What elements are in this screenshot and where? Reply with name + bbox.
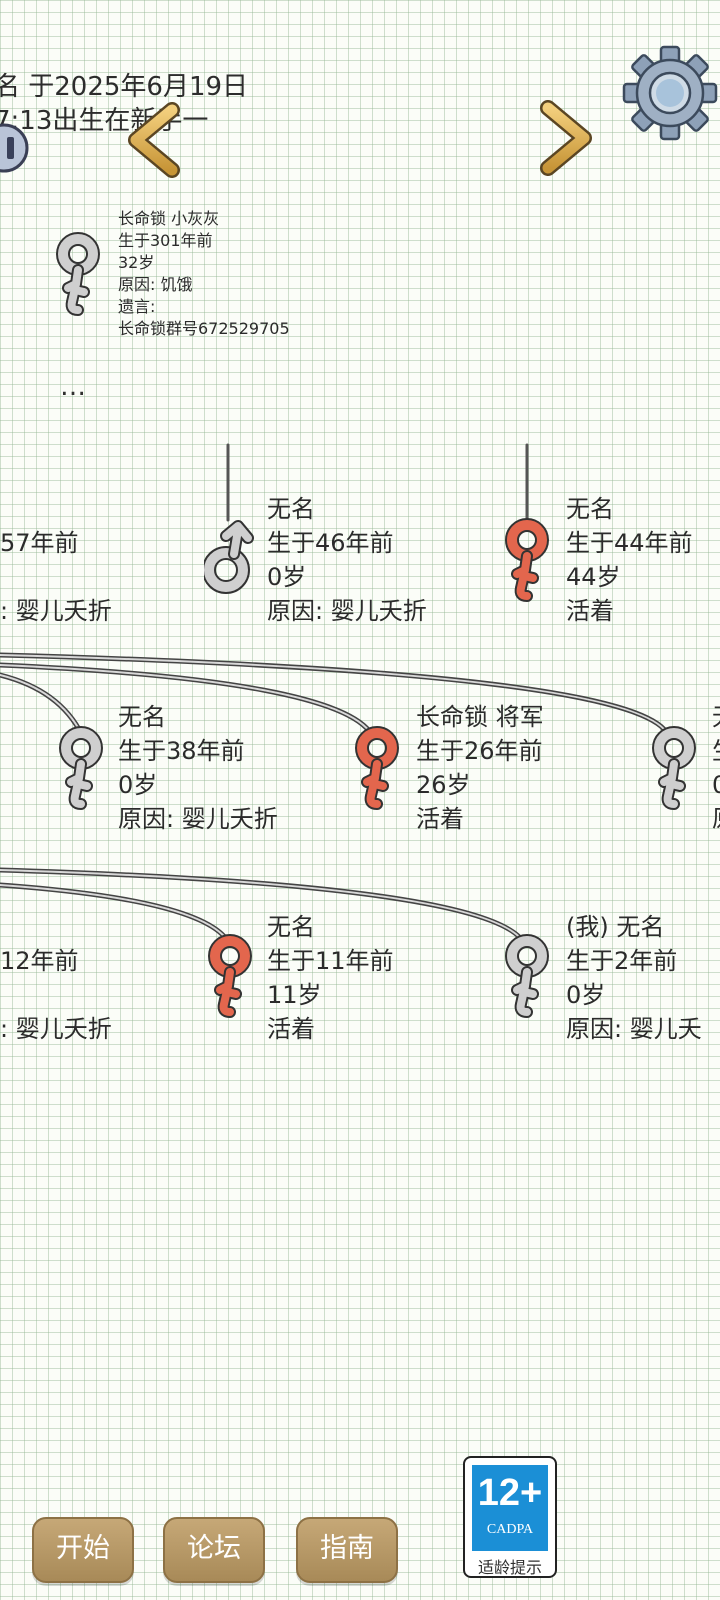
person-status: 原因: 婴儿夭折 bbox=[267, 597, 427, 625]
family-tree-lines bbox=[0, 443, 671, 948]
person-name: 无 bbox=[712, 700, 720, 734]
person-age: 44岁 bbox=[566, 563, 621, 591]
gear-icon[interactable] bbox=[622, 45, 718, 141]
person-birth: 于12年前 bbox=[0, 947, 79, 975]
person-name: 名 bbox=[0, 492, 112, 526]
female-alive-icon[interactable] bbox=[206, 934, 254, 1018]
person-status: 因: 婴儿夭折 bbox=[0, 1015, 112, 1043]
person-gen1-1: 名 于57年前 岁 因: 婴儿夭折 bbox=[0, 492, 112, 628]
female-dead-icon[interactable] bbox=[57, 726, 105, 810]
person-status: 原因: 婴儿夭折 bbox=[118, 805, 278, 833]
person-birth: 生于26年前 bbox=[416, 737, 543, 765]
person-status: 原因: 婴儿夭 bbox=[566, 1015, 702, 1043]
person-name: 无名 bbox=[267, 913, 315, 941]
person-age: 26岁 bbox=[416, 771, 471, 799]
female-alive-icon[interactable] bbox=[353, 726, 401, 810]
person-gen2-2: 长命锁 将军 生于26年前 26岁 活着 bbox=[416, 700, 544, 836]
person-age: 0岁 bbox=[267, 563, 307, 591]
person-age: 11岁 bbox=[267, 981, 322, 1009]
ancestor-group-number: 长命锁群号672529705 bbox=[118, 319, 290, 338]
person-name: (我) 无名 bbox=[566, 913, 665, 941]
person-gen1-2: 无名 生于46年前 0岁 原因: 婴儿夭折 bbox=[267, 492, 427, 628]
start-button[interactable]: 开始 bbox=[32, 1517, 134, 1583]
person-gen1-3: 无名 生于44年前 44岁 活着 bbox=[566, 492, 693, 628]
ancestor-age: 32岁 bbox=[118, 253, 155, 272]
age-rating-number: 12+ bbox=[477, 1472, 543, 1514]
ancestor-last-words: 遗言: bbox=[118, 297, 156, 316]
header-birth-date: 名 于2025年6月19日 bbox=[0, 72, 249, 102]
person-status: 因: 婴儿夭折 bbox=[0, 597, 112, 625]
person-birth: 生 bbox=[712, 734, 720, 768]
ancestor-info: 长命锁 小灰灰 生于301年前 32岁 原因: 饥饿 遗言: 长命锁群号6725… bbox=[118, 208, 290, 340]
ancestor-name: 长命锁 小灰灰 bbox=[118, 209, 220, 228]
person-gen3-1: 名 于12年前 岁 因: 婴儿夭折 bbox=[0, 910, 112, 1046]
person-status: 活着 bbox=[566, 597, 614, 625]
person-status: 原 bbox=[712, 802, 720, 836]
person-birth: 生于11年前 bbox=[267, 947, 394, 975]
person-name: 无名 bbox=[118, 703, 166, 731]
person-birth: 于57年前 bbox=[0, 529, 79, 557]
person-gen2-3: 无 生 0 原 bbox=[712, 700, 720, 836]
age-rating-org: CADPA bbox=[486, 1522, 534, 1537]
person-gen2-1: 无名 生于38年前 0岁 原因: 婴儿夭折 bbox=[118, 700, 278, 836]
person-birth: 生于46年前 bbox=[267, 529, 394, 557]
ellipsis: … bbox=[60, 372, 89, 402]
person-birth: 生于44年前 bbox=[566, 529, 693, 557]
chevron-left-icon[interactable] bbox=[122, 100, 186, 180]
forum-button[interactable]: 论坛 bbox=[163, 1517, 265, 1583]
person-age: 岁 bbox=[0, 978, 112, 1012]
person-name: 名 bbox=[0, 910, 112, 944]
person-gen3-3-me: (我) 无名 生于2年前 0岁 原因: 婴儿夭 bbox=[566, 910, 702, 1046]
person-name: 长命锁 将军 bbox=[416, 703, 544, 731]
person-age: 0 bbox=[712, 771, 720, 799]
pause-icon[interactable] bbox=[0, 122, 30, 174]
person-status: 活着 bbox=[267, 1015, 315, 1043]
guide-button[interactable]: 指南 bbox=[296, 1517, 398, 1583]
age-rating-tip: 适龄提示 bbox=[477, 1558, 542, 1577]
female-dead-icon[interactable] bbox=[503, 934, 551, 1018]
male-dead-icon[interactable] bbox=[204, 514, 254, 600]
ancestor-birth: 生于301年前 bbox=[118, 231, 213, 250]
person-gen3-2: 无名 生于11年前 11岁 活着 bbox=[267, 910, 394, 1046]
age-rating-panel: 12+ CADPA bbox=[472, 1465, 548, 1551]
ancestor-cause: 原因: 饥饿 bbox=[118, 275, 193, 294]
female-dead-icon[interactable] bbox=[650, 726, 698, 810]
chevron-right-icon[interactable] bbox=[534, 98, 598, 178]
person-birth: 生于2年前 bbox=[566, 947, 678, 975]
person-birth: 生于38年前 bbox=[118, 737, 245, 765]
person-name: 无名 bbox=[267, 495, 315, 523]
person-name: 无名 bbox=[566, 495, 614, 523]
person-age: 0岁 bbox=[566, 981, 606, 1009]
person-age: 0岁 bbox=[118, 771, 158, 799]
female-alive-icon[interactable] bbox=[503, 518, 551, 602]
age-rating-badge: 12+ CADPA 适龄提示 bbox=[463, 1456, 557, 1578]
person-status: 活着 bbox=[416, 805, 464, 833]
person-age: 岁 bbox=[0, 560, 112, 594]
